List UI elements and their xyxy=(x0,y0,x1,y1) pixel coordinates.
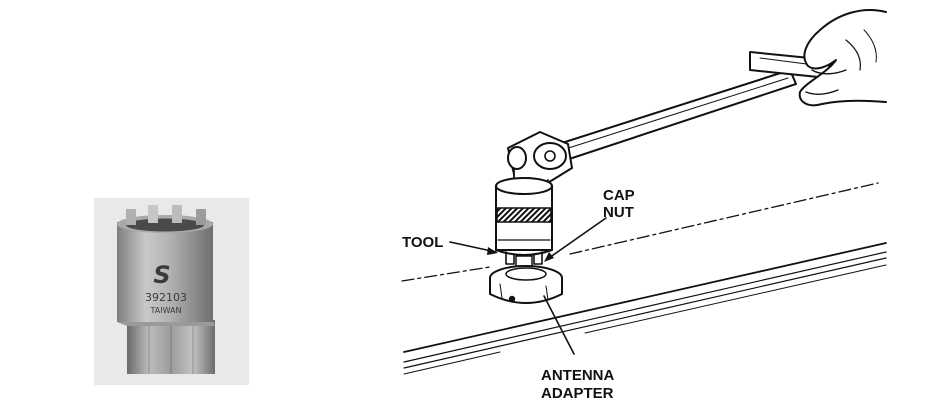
socket-prong xyxy=(196,209,206,225)
cap-nut-leader-line xyxy=(545,217,607,261)
antenna-adapter-leader-line xyxy=(543,295,575,355)
label-tool: TOOL xyxy=(402,234,443,251)
antenna-adapter-drawing xyxy=(489,265,563,304)
socket-prong xyxy=(172,205,182,223)
socket-photo: S 392103 TAIWAN xyxy=(94,198,249,385)
socket-prong xyxy=(126,209,136,225)
ratchet-handle xyxy=(539,51,831,167)
country-of-origin: TAIWAN xyxy=(149,306,181,315)
socket-tool-drawing xyxy=(495,177,553,267)
brand-logo-icon: S xyxy=(153,261,170,289)
socket-opening xyxy=(126,218,204,232)
spanner-socket-tool: S 392103 TAIWAN xyxy=(117,205,215,374)
fender-surface xyxy=(401,182,887,375)
socket-prong xyxy=(148,205,158,223)
label-cap-nut: CAP xyxy=(603,187,635,204)
hand-illustration xyxy=(798,9,887,107)
cap-nut-drawing xyxy=(515,255,533,267)
knurled-grip xyxy=(496,207,552,223)
antenna-removal-diagram: TOOL CAP NUT ANTENNA ADAPTER xyxy=(401,9,887,402)
label-antenna-adapter: ADAPTER xyxy=(541,385,614,402)
label-cap-nut: NUT xyxy=(603,204,634,221)
callout-leaders xyxy=(449,217,607,355)
socket-body xyxy=(117,222,213,322)
part-number: 392103 xyxy=(145,291,187,304)
label-antenna-adapter: ANTENNA xyxy=(541,367,614,384)
